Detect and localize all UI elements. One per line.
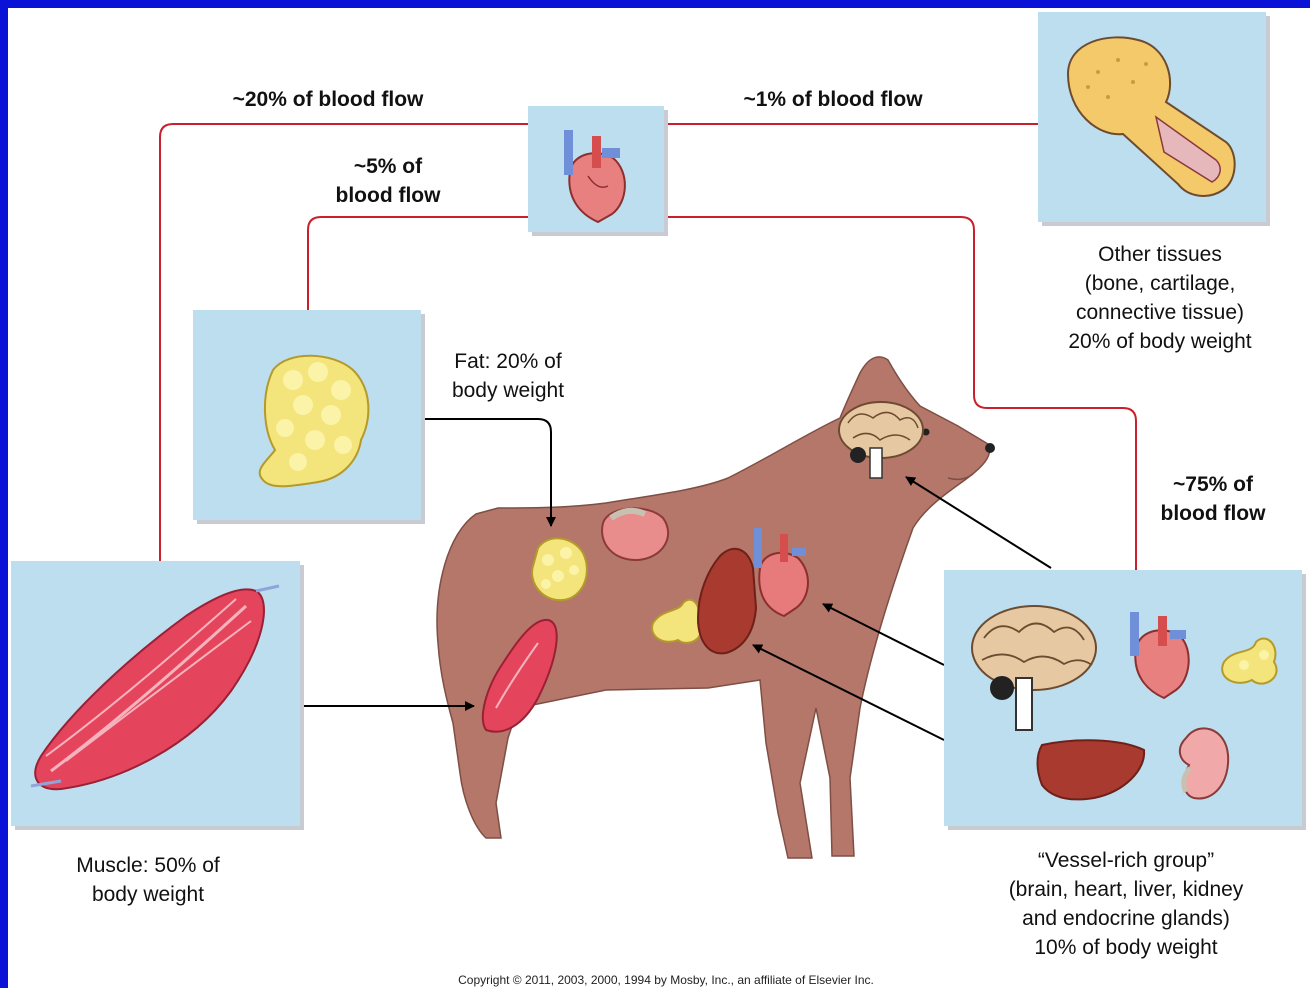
other-blood-flow-label: ~1% of blood flow bbox=[698, 85, 968, 114]
other-label-line1: Other tissues bbox=[1030, 240, 1290, 269]
other-label-line4: 20% of body weight bbox=[1030, 327, 1290, 356]
vrg-flow-line1: ~75% of bbox=[1138, 470, 1288, 499]
vessel-rich-blood-flow-label: ~75% of blood flow bbox=[1138, 470, 1288, 528]
brain-icon bbox=[972, 606, 1096, 730]
vrg-label-line3: and endocrine glands) bbox=[976, 904, 1276, 933]
vessel-rich-label: “Vessel-rich group” (brain, heart, liver… bbox=[976, 846, 1276, 962]
fat-label-line1: Fat: 20% of bbox=[428, 347, 588, 376]
bone-icon bbox=[1038, 12, 1266, 222]
fat-flow-line2: blood flow bbox=[308, 181, 468, 210]
vrg-label-line4: 10% of body weight bbox=[976, 933, 1276, 962]
vrg-label-line2: (brain, heart, liver, kidney bbox=[976, 875, 1276, 904]
muscle-panel bbox=[11, 561, 300, 826]
vessel-rich-organs bbox=[944, 570, 1302, 826]
muscle-icon bbox=[11, 561, 300, 826]
heart-icon bbox=[1130, 612, 1189, 698]
dog-fat-icon bbox=[532, 538, 587, 600]
endocrine-gland-icon bbox=[1222, 639, 1276, 684]
heart-icon bbox=[528, 106, 664, 232]
other-tissues-label: Other tissues (bone, cartilage, connecti… bbox=[1030, 240, 1290, 356]
heart-panel bbox=[528, 106, 664, 232]
other-tissue-panel bbox=[1038, 12, 1266, 222]
brain-arrow bbox=[906, 477, 1051, 568]
muscle-label-line1: Muscle: 50% of bbox=[48, 851, 248, 880]
vessel-rich-panel bbox=[944, 570, 1302, 826]
fat-flow-line bbox=[308, 217, 528, 310]
muscle-blood-flow-label: ~20% of blood flow bbox=[178, 85, 478, 114]
diagram-canvas: ~20% of blood flow ~1% of blood flow ~5%… bbox=[8, 8, 1310, 988]
fat-label: Fat: 20% of body weight bbox=[428, 347, 588, 405]
muscle-label: Muscle: 50% of body weight bbox=[48, 851, 248, 909]
muscle-label-line2: body weight bbox=[48, 880, 248, 909]
copyright-notice: Copyright © 2011, 2003, 2000, 1994 by Mo… bbox=[8, 973, 1310, 987]
vrg-label-line1: “Vessel-rich group” bbox=[976, 846, 1276, 875]
fat-icon bbox=[193, 310, 421, 520]
vrg-flow-line2: blood flow bbox=[1138, 499, 1288, 528]
dog-kidney-icon bbox=[602, 508, 668, 560]
fat-blood-flow-label: ~5% of blood flow bbox=[308, 152, 468, 210]
fat-panel bbox=[193, 310, 421, 520]
liver-icon bbox=[1038, 740, 1145, 799]
other-label-line3: connective tissue) bbox=[1030, 298, 1290, 327]
other-label-line2: (bone, cartilage, bbox=[1030, 269, 1290, 298]
fat-flow-line1: ~5% of bbox=[308, 152, 468, 181]
fat-label-line2: body weight bbox=[428, 376, 588, 405]
kidney-icon bbox=[1180, 728, 1228, 798]
